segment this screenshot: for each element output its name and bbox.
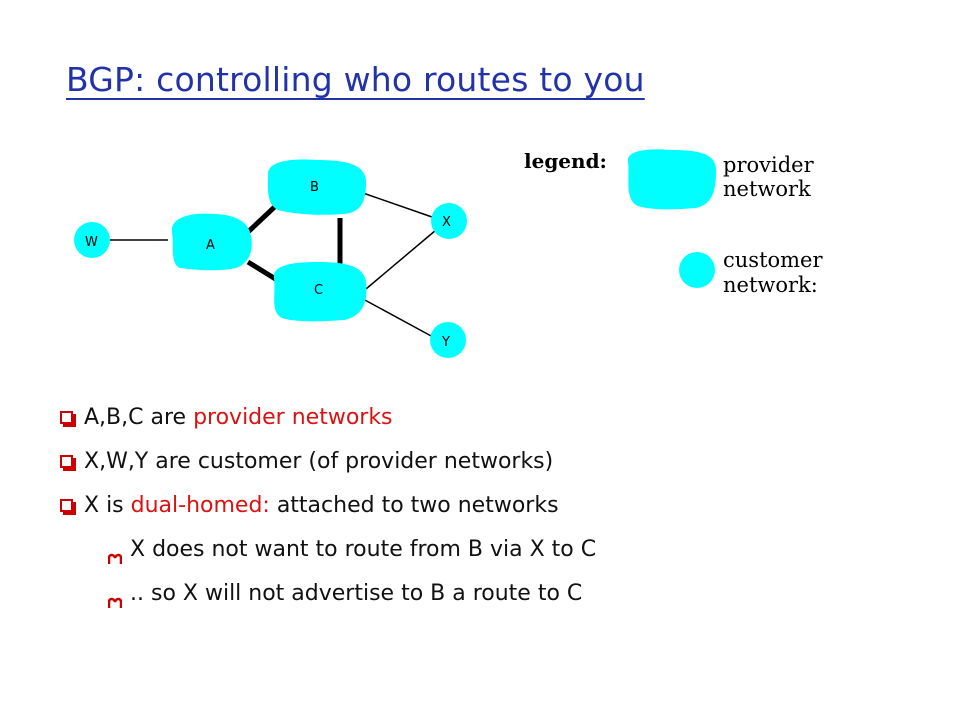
sub-bullet-marker-icon — [107, 546, 123, 564]
legend-provider-line1: provider — [723, 153, 815, 177]
legend-customer-swatch — [679, 252, 715, 288]
node-label-x: X — [442, 215, 451, 230]
node-label-c: C — [314, 283, 323, 298]
bullet-text: A,B,C are provider networks — [84, 405, 393, 430]
node-label-w: W — [85, 235, 98, 250]
customer-network-w — [74, 222, 110, 258]
legend-customer-line1: customer — [723, 248, 823, 272]
node-label-b: B — [310, 180, 319, 195]
legend-customer-line2: network: — [723, 273, 818, 297]
provider-network-a — [171, 213, 252, 271]
sub-bullet-text: X does not want to route from B via X to… — [130, 537, 597, 562]
legend-provider-swatch — [627, 149, 716, 210]
customer-network-x — [431, 203, 467, 239]
link-c-y — [362, 298, 434, 338]
bullet-marker-icon — [60, 411, 76, 427]
node-label-a: A — [206, 238, 215, 253]
slide-title: BGP: controlling who routes to you — [66, 60, 645, 99]
bullet-marker-icon — [60, 499, 76, 515]
bullet-text: X,W,Y are customer (of provider networks… — [84, 449, 554, 474]
link-c-x — [359, 229, 437, 295]
bullet-text: X is dual-homed: attached to two network… — [84, 493, 559, 518]
provider-network-c — [273, 262, 367, 322]
legend-title: legend: — [524, 149, 607, 173]
bullet-marker-icon — [60, 455, 76, 471]
node-label-y: Y — [441, 335, 450, 350]
sub-bullet-text: .. so X will not advertise to B a route … — [130, 581, 583, 606]
customer-network-y — [430, 322, 466, 358]
legend-provider-line2: network — [723, 177, 811, 201]
link-b-x — [362, 192, 433, 218]
sub-bullet-marker-icon — [107, 590, 123, 608]
provider-network-b — [267, 159, 366, 215]
